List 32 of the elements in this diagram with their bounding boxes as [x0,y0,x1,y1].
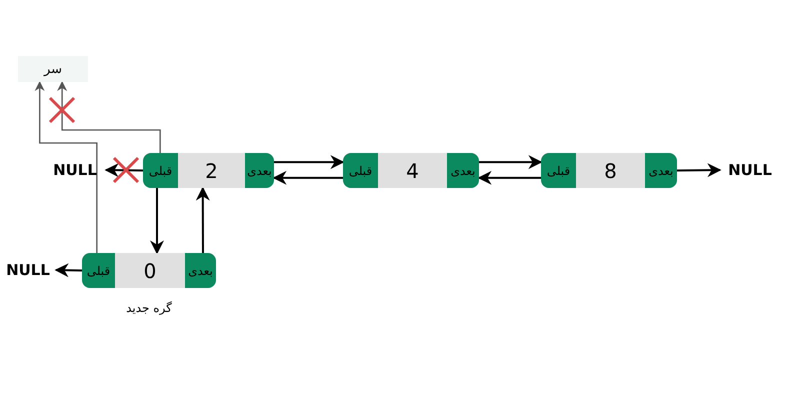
value-cell: 8 [604,158,617,182]
list-node [541,153,677,188]
null-label: NULL [53,161,97,179]
list-node [143,153,274,188]
prev-pointer-cell: قبلی [143,153,178,188]
next-pointer-cell: بعدی [447,153,479,188]
value-cell: 2 [205,158,218,182]
value-cell: 4 [406,158,419,182]
prev-pointer-cell: قبلی [343,153,378,188]
next-pointer-cell: بعدی [645,153,677,188]
next-pointer-cell: بعدی [245,153,274,188]
arrow [104,163,144,178]
arrow [676,163,722,178]
arrow [54,263,82,278]
prev-pointer-cell: قبلی [82,253,115,288]
arrow [274,155,344,170]
list-node [82,253,216,288]
list-node [343,153,479,188]
arrow [196,186,210,253]
arrow [34,81,98,253]
prev-pointer-cell: قبلی [541,153,576,188]
arrow [57,81,161,153]
head-label: سر [18,56,88,82]
null-label: NULL [728,161,772,179]
value-cell: 0 [144,258,156,282]
arrow [478,170,541,185]
arrow [479,155,542,170]
null-label: NULL [6,261,50,279]
arrow [272,170,343,185]
next-pointer-cell: بعدی [185,253,216,288]
node-caption: گره جدید [125,301,173,315]
arrow [150,188,164,254]
